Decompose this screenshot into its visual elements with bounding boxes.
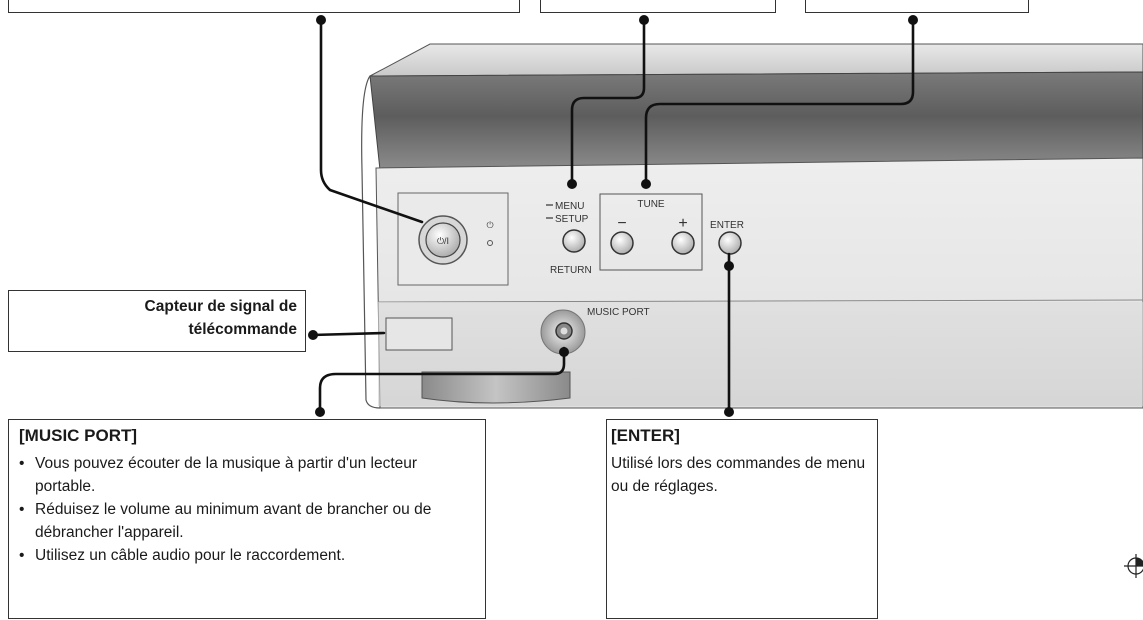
menu-label: MENU (555, 201, 584, 212)
remote-sensor-line2: télécommande (188, 321, 297, 338)
display-window (369, 71, 1143, 171)
leader-music-port (318, 346, 566, 414)
leader-power (319, 18, 424, 224)
enter-description: Utilisé lors des commandes de menu ou de… (611, 455, 866, 495)
music-port-bullets: Vous pouvez écouter de la musique à part… (19, 452, 475, 567)
lower-divider (377, 299, 1143, 303)
device-left-edge (361, 75, 381, 409)
music-port-callout: [MUSIC PORT] Vous pouvez écouter de la m… (8, 419, 486, 619)
tune-plus-button[interactable] (671, 231, 695, 255)
list-item: Réduisez le volume au minimum avant de b… (19, 498, 475, 544)
top-callout-tune (805, 0, 1029, 13)
return-label: RETURN (550, 265, 592, 276)
tune-box (599, 193, 703, 271)
remote-sensor-callout: Capteur de signal de télécommande (8, 290, 306, 352)
top-callout-power (8, 0, 520, 13)
list-item: Vous pouvez écouter de la musique à part… (19, 452, 475, 498)
power-button[interactable] (425, 222, 461, 258)
standby-icon: ⏻ (486, 220, 493, 230)
menu-setup-button[interactable] (562, 229, 586, 253)
standby-led (487, 240, 493, 246)
device-stand (421, 371, 571, 404)
enter-button[interactable] (718, 231, 742, 255)
leader-menu (570, 18, 646, 186)
tune-plus-label: + (678, 215, 687, 232)
list-item: Utilisez un câble audio pour le raccorde… (19, 544, 475, 567)
top-callout-menu (540, 0, 776, 13)
setup-label: SETUP (555, 214, 589, 225)
leader-tune (644, 18, 915, 186)
tune-minus-label: − (617, 215, 626, 232)
remote-sensor-line1: Capteur de signal de (144, 298, 297, 315)
leader-sensor (310, 331, 386, 337)
music-port-title: [MUSIC PORT] (19, 426, 138, 445)
tune-minus-button[interactable] (610, 231, 634, 255)
enter-callout: [ENTER] Utilisé lors des commandes de me… (606, 419, 878, 619)
tune-label: TUNE (637, 199, 665, 210)
music-port-label: MUSIC PORT (587, 307, 650, 318)
device-top-surface (369, 43, 1143, 77)
remote-sensor-window (385, 317, 453, 351)
enter-label: ENTER (710, 220, 744, 231)
power-button-label: ⏻/I (437, 236, 449, 246)
enter-title: [ENTER] (611, 426, 680, 445)
